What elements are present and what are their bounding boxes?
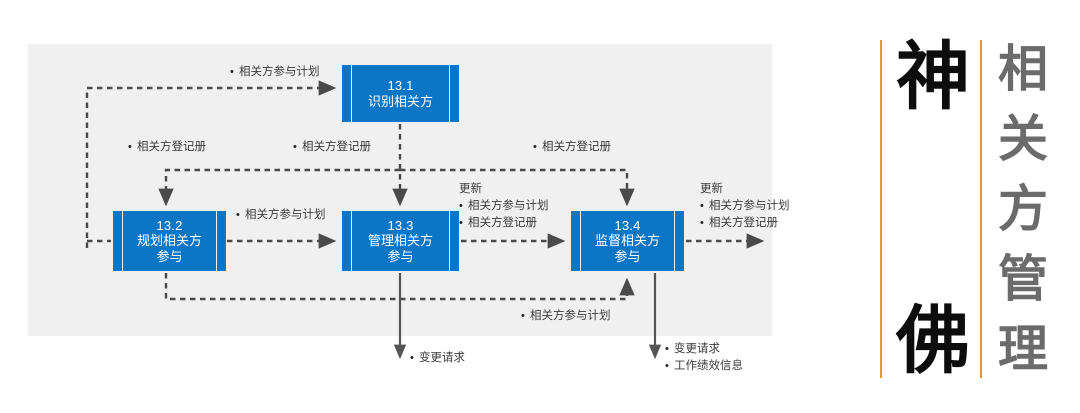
hero-sub-char-fang: 方 bbox=[998, 180, 1048, 238]
process-box-13-1[interactable]: 13.1 识别相关方 bbox=[342, 65, 459, 122]
process-box-13-4[interactable]: 13.4 监督相关方 参与 bbox=[571, 211, 684, 271]
label-line: 相关方登记册 bbox=[459, 215, 549, 232]
process-name: 管理相关方 参与 bbox=[367, 233, 433, 264]
label-register-left: 相关方登记册 bbox=[128, 139, 206, 156]
process-name: 规划相关方 参与 bbox=[136, 233, 202, 264]
process-box-13-2[interactable]: 13.2 规划相关方 参与 bbox=[113, 211, 226, 271]
process-number: 13.1 bbox=[387, 78, 414, 94]
process-name: 识别相关方 bbox=[367, 93, 433, 109]
label-line: 工作绩效信息 bbox=[665, 358, 743, 375]
process-number: 13.2 bbox=[156, 218, 183, 233]
label-outputs-134: 变更请求 工作绩效信息 bbox=[665, 341, 743, 375]
hero-sub-char-guan2: 管 bbox=[998, 250, 1048, 308]
label-line: 相关方参与计划 bbox=[521, 308, 611, 325]
box-left-band bbox=[122, 211, 123, 271]
label-plan-bottom-feedback: 相关方参与计划 bbox=[521, 308, 611, 325]
box-right-band bbox=[449, 211, 450, 271]
label-line: 变更请求 bbox=[410, 350, 465, 367]
hero-sub-char-xiang: 相 bbox=[998, 40, 1048, 98]
process-name: 监督相关方 参与 bbox=[594, 233, 660, 264]
label-line: 相关方登记册 bbox=[128, 139, 206, 156]
label-line: 相关方登记册 bbox=[700, 215, 790, 232]
box-left-band bbox=[351, 65, 352, 122]
hero-main-chars: 神 佛 bbox=[890, 40, 976, 378]
label-plan-between-132-133: 相关方参与计划 bbox=[236, 207, 326, 224]
label-register-mid: 相关方登记册 bbox=[293, 139, 371, 156]
accent-rule-right bbox=[980, 40, 982, 378]
process-number: 13.4 bbox=[614, 218, 641, 233]
label-header: 更新 bbox=[459, 183, 482, 195]
process-number: 13.3 bbox=[387, 218, 414, 233]
label-line: 相关方参与计划 bbox=[700, 198, 790, 215]
label-header: 更新 bbox=[700, 183, 723, 195]
label-line: 相关方登记册 bbox=[293, 139, 371, 156]
box-left-band bbox=[580, 211, 581, 271]
label-change-request-133: 变更请求 bbox=[410, 350, 465, 367]
hero-title-panel: 神 佛 相 关 方 管 理 bbox=[868, 40, 1068, 378]
accent-rule-left bbox=[880, 40, 882, 378]
box-right-band bbox=[449, 65, 450, 122]
hero-sub-chars: 相 关 方 管 理 bbox=[990, 44, 1056, 374]
label-update-right: 更新 相关方参与计划 相关方登记册 bbox=[700, 181, 790, 232]
label-line: 相关方参与计划 bbox=[236, 207, 326, 224]
hero-sub-char-guan: 关 bbox=[998, 110, 1048, 168]
label-top-stakeholder-engagement-plan: 相关方参与计划 bbox=[230, 64, 320, 81]
box-left-band bbox=[351, 211, 352, 271]
label-line: 相关方参与计划 bbox=[230, 64, 320, 81]
box-right-band bbox=[216, 211, 217, 271]
process-box-13-3[interactable]: 13.3 管理相关方 参与 bbox=[342, 211, 459, 271]
hero-sub-char-li: 理 bbox=[998, 320, 1048, 378]
hero-char-fo: 佛 bbox=[896, 298, 970, 384]
label-register-right: 相关方登记册 bbox=[533, 139, 611, 156]
label-line: 变更请求 bbox=[665, 341, 743, 358]
hero-char-shen: 神 bbox=[896, 34, 970, 120]
label-update-mid: 更新 相关方参与计划 相关方登记册 bbox=[459, 181, 549, 232]
box-right-band bbox=[674, 211, 675, 271]
label-line: 相关方登记册 bbox=[533, 139, 611, 156]
label-line: 相关方参与计划 bbox=[459, 198, 549, 215]
